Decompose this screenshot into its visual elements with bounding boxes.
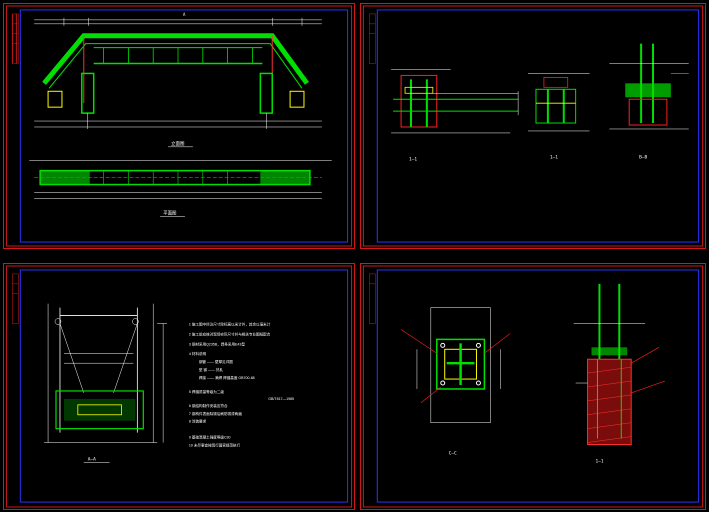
drawing-sheet-4: C—C 1—1 [360, 263, 706, 510]
detail-section-a [391, 69, 519, 134]
note-line: 2 施工前应核对现场实际尺寸并与相关专业图纸配合 [189, 331, 271, 336]
general-notes: 1 施工图中所注尺寸除标高以米计外，其余以毫米计 2 施工前应核对现场实际尺寸并… [189, 321, 294, 447]
title-strip [12, 273, 19, 324]
caption-section-b: 1—1 [550, 155, 558, 161]
detail-section-b [528, 73, 590, 132]
drawing-sheet-3: A—A 1 施工图中所注尺寸除标高以米计外，其余以毫米计 2 施工前应核对现场实… [3, 263, 355, 510]
section-drawing [44, 303, 168, 443]
caption-section-11: 1—1 [595, 458, 603, 464]
caption-plan-cc: C—C [449, 450, 457, 456]
concrete-block [587, 358, 632, 446]
note-line: 7 钢构件表面除锈后刷防锈漆两遍 [189, 411, 242, 416]
caption-section-aa: A—A [88, 456, 96, 462]
note-line: 焊接 —— 满焊 焊缝高度 GB700-88 [199, 375, 255, 380]
note-line: 6 钢结构制作安装应符合 [189, 403, 228, 408]
foundation-section [573, 283, 666, 446]
sheet-1-canvas: A 立面图 [5, 5, 353, 247]
inner-frame [19, 9, 349, 243]
axis-marker: A [183, 12, 186, 17]
bridge-elevation [34, 33, 322, 129]
note-line: 10 未尽事宜按现行国家规范执行 [189, 443, 241, 448]
title-strip [369, 13, 376, 64]
sheet-3-canvas: A—A 1 施工图中所注尺寸除标高以米计外，其余以毫米计 2 施工前应核对现场实… [5, 265, 353, 508]
note-line: 9 基础混凝土强度等级C30 [189, 435, 231, 440]
sheet-4-canvas: C—C 1—1 [362, 265, 704, 508]
title-strip [12, 13, 19, 64]
right-pier [259, 72, 273, 114]
note-line: 3 钢材采用Q235B，焊条采用E43型 [189, 341, 245, 346]
note-line: 1 施工图中所注尺寸除标高以米计外，其余以毫米计 [189, 321, 271, 326]
drawing-sheet-1: A 立面图 [3, 3, 355, 249]
note-line: 5 焊缝质量等级为二级 [189, 389, 224, 394]
standard-reference: GB/T817—1985 [268, 397, 294, 401]
note-line: 钢管 —— 壁厚见详图 [199, 359, 233, 364]
caption-section-c: B—B [639, 155, 647, 161]
title-strip [369, 273, 376, 324]
note-line: 8 涂装要求 [189, 419, 207, 424]
caption-elevation: 立面图 [171, 140, 185, 147]
top-dimension-lines [34, 17, 322, 26]
base-plate-plan [400, 307, 511, 423]
bridge-plan [29, 160, 332, 199]
note-line: 4 材料说明 [189, 351, 207, 356]
note-line: 型 钢 —— 热轧 [199, 367, 224, 372]
caption-section-a: 1—1 [409, 157, 417, 163]
sheet-2-canvas: 1—1 1—1 B—B [362, 5, 704, 247]
caption-plan: 平面图 [163, 210, 177, 216]
drawing-sheet-2: 1—1 1—1 B—B [360, 3, 706, 249]
detail-section-c [609, 43, 689, 130]
